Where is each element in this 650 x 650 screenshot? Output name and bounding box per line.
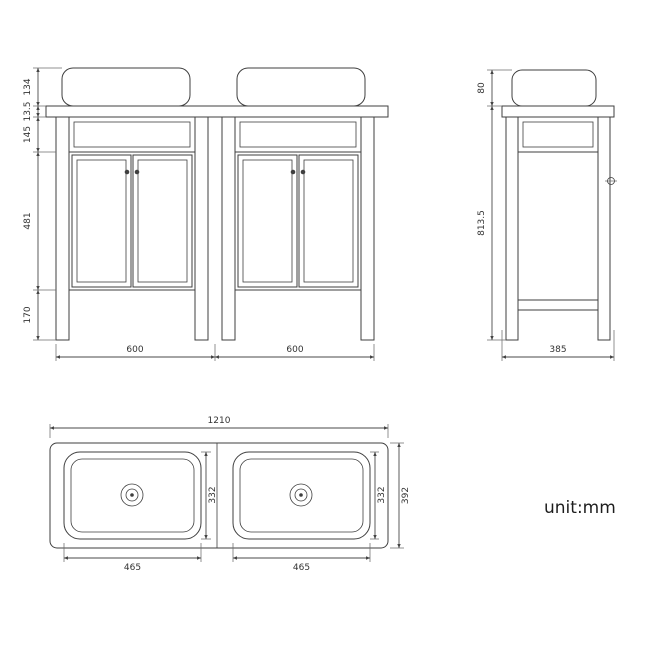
front-view	[45, 67, 389, 341]
drain-icon	[289, 483, 313, 507]
dim-top-right-basin-width: 465	[293, 563, 310, 573]
front-left-cabinet-left-door	[71, 154, 132, 288]
top-right-sink	[232, 451, 371, 540]
top-view-dimensions: 1210 332 332 392 465 465	[49, 416, 411, 573]
top-left-sink	[63, 451, 202, 540]
side-countertop	[501, 105, 615, 118]
front-countertop	[45, 105, 389, 118]
side-front-leg	[505, 116, 519, 341]
drain-icon	[120, 483, 144, 507]
top-view	[49, 442, 389, 549]
side-view	[501, 69, 617, 341]
front-right-basin	[236, 67, 366, 107]
side-apron	[517, 116, 599, 153]
dim-side-basin-height: 80	[477, 82, 487, 94]
side-basin	[511, 69, 597, 107]
dim-top-left-basin-depth: 332	[208, 486, 218, 503]
dim-front-left-cabinet-width: 600	[126, 345, 143, 355]
front-right-cabinet-apron	[234, 116, 362, 153]
dim-front-leg-clearance: 170	[23, 306, 33, 323]
front-left-cabinet	[55, 116, 209, 341]
dim-side-depth: 385	[549, 345, 566, 355]
front-right-cabinet-right-leg	[360, 116, 375, 341]
door-knob-icon	[290, 169, 296, 175]
top-countertop	[49, 442, 389, 549]
front-view-dimensions: 134 13.5 145 481 170 600 600	[23, 67, 375, 361]
dim-top-overall-width: 1210	[208, 416, 231, 426]
front-left-cabinet-right-door	[132, 154, 193, 288]
dim-front-countertop-thickness: 13.5	[23, 101, 33, 121]
front-right-cabinet-left-leg	[221, 116, 236, 341]
front-left-basin	[61, 67, 191, 107]
front-left-cabinet-right-leg	[194, 116, 209, 341]
front-right-cabinet	[221, 116, 375, 341]
dim-front-right-cabinet-width: 600	[286, 345, 303, 355]
front-left-cabinet-left-leg	[55, 116, 70, 341]
dim-top-left-basin-width: 465	[124, 563, 141, 573]
dim-side-frame-height: 813.5	[477, 210, 487, 236]
dim-top-overall-depth: 392	[401, 487, 411, 504]
side-fixing-detail-icon	[607, 177, 615, 185]
front-left-cabinet-apron	[68, 116, 196, 153]
door-knob-icon	[124, 169, 130, 175]
dim-top-right-basin-depth: 332	[377, 486, 387, 503]
door-knob-icon	[134, 169, 140, 175]
side-view-dimensions: 80 813.5 385	[477, 69, 615, 361]
door-knob-icon	[300, 169, 306, 175]
front-right-cabinet-left-door	[237, 154, 298, 288]
front-right-cabinet-right-door	[298, 154, 359, 288]
unit-label: unit:mm	[544, 498, 616, 518]
dim-front-basin-height: 134	[23, 78, 33, 95]
side-back-leg	[597, 116, 611, 341]
dim-front-door-height: 481	[23, 212, 33, 229]
dim-front-apron-height: 145	[23, 126, 33, 143]
